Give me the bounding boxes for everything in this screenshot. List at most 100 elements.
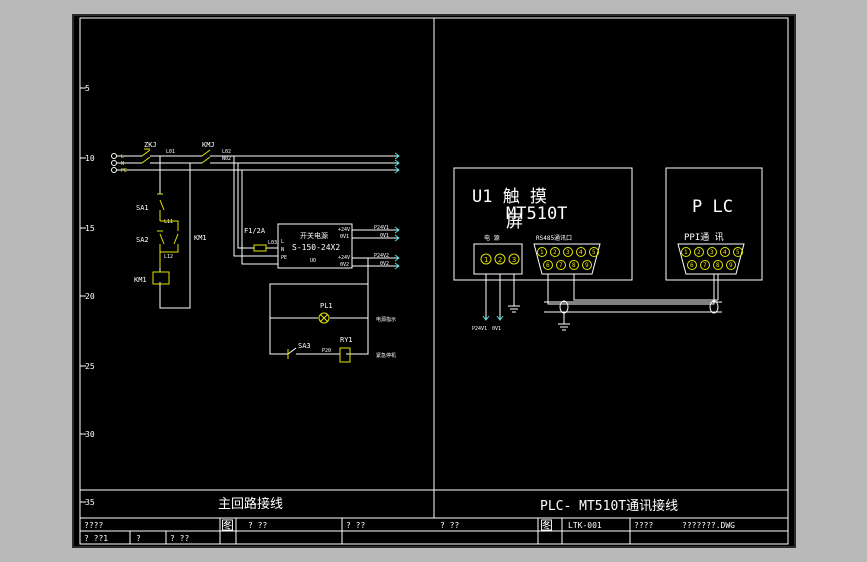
tb-cell: LTK-001 [568,521,602,530]
wire-label: N02 [222,156,231,162]
plc-db9-pin: 9 [729,262,733,269]
hmi-power-connector [473,243,523,275]
ruler: 5 10 15 20 25 30 35 [80,84,95,507]
tb-cell: ???? [634,521,653,530]
out-label: 0V2 [380,261,389,267]
caption-right: PLC- MT510T通讯接线 [540,498,678,514]
fuse-symbol [253,244,267,252]
title-block: ???? 图 ? ?? ? ?? ? ?? 图 LTK-001 ???? ???… [79,517,789,545]
hmi-title-2: 屏 [506,212,523,232]
fuse-label: F1/2A [244,227,266,235]
km1-coil [152,271,170,285]
terminal-label: PE [121,168,127,174]
lamp-desc: 电源指示 [376,316,396,323]
drawing-sheet: 5 10 15 20 25 30 35 L N PE ZKJ L01 KMJ L… [72,14,796,548]
shielded-cable [544,301,722,313]
fuse-wire-label: L03 [268,240,277,246]
ground-symbol [558,313,570,331]
tb-cell: ? ?? [346,521,365,530]
psu-title: 开关电源 [300,231,328,240]
psu-out-arrows [394,226,400,270]
plc-title: P LC [692,197,733,217]
hmi-wire-label: 0V1 [492,326,501,332]
hmi-db9 [533,243,601,275]
tb-cell: ???????.DWG [682,521,735,530]
db9-pin: 2 [553,249,557,256]
plc-db9-pin: 3 [710,249,714,256]
power-pin: 1 [484,256,488,264]
power-pin: 2 [498,256,502,264]
wire-label: L02 [222,149,231,155]
sa1-switch [157,193,165,221]
hmi-box [453,167,633,281]
plc-db9-pin: 4 [723,249,727,256]
node-label: L12 [164,254,173,260]
port-label: RS485通讯口 [536,234,572,242]
hmi-title: U1 触 摸 [472,187,547,207]
ruler-tick: 10 [85,154,95,163]
ry1-relay [339,347,351,363]
breaker-label: ZKJ [144,141,157,149]
tb-cell: ? ?? [440,521,459,530]
tb-cell: ? ?? [248,521,267,530]
db9-pin: 7 [559,262,563,269]
sa2-label: SA2 [136,236,149,244]
node-label: L11 [164,219,173,225]
relay-label: RY1 [340,336,353,344]
plc-db9-pin: 8 [716,262,720,269]
plc-db9-pin: 6 [690,262,694,269]
out-label: P24V1 [374,225,389,231]
ruler-tick: 5 [85,84,90,93]
psu-pin: PE [281,255,287,261]
terminal-pe [111,167,117,173]
plc-db9-pin: 7 [703,262,707,269]
relay-wire-label: P20 [322,348,331,354]
psu-out-pin: 0V2 [340,262,349,268]
psu-model: S-150-24X2 [292,243,340,252]
plc-db9 [677,243,745,275]
tb-cell: ? ??1 [84,534,108,543]
ruler-tick: 20 [85,292,95,301]
db9-pin: 3 [566,249,570,256]
main-circuit: L N PE ZKJ L01 KMJ L02 N02 SA1 L11 SA2 L… [111,141,400,363]
out-label: P24V2 [374,253,389,259]
terminal-n [111,160,117,166]
km1-contact-label: KM1 [194,234,207,242]
lamp-label: PL1 [320,302,333,310]
hmi-model: MT510T [506,204,567,224]
plc-port-label: PPI通 讯 [684,232,724,243]
contactor-symbol [201,149,211,164]
cad-drawing: 5 10 15 20 25 30 35 L N PE ZKJ L01 KMJ L… [79,17,789,545]
psu-out-pin: +24V [338,255,350,261]
db9-pin: 6 [546,262,550,269]
tb-cell: 图 [540,519,553,534]
power-label: 电 源 [484,234,500,242]
tb-cell: ???? [84,521,103,530]
tb-cell: 图 [221,519,234,534]
out-label: 0V1 [380,233,389,239]
db9-pin: 4 [579,249,583,256]
terminal-label: L [121,154,124,160]
plc-db9-pin: 1 [684,249,688,256]
plc-db9-pin: 5 [736,249,740,256]
bus-arrows [394,152,400,174]
db9-pin: 8 [572,262,576,269]
psu-pin: N [281,247,284,253]
tb-cell: ? ?? [170,534,189,543]
tb-cell: ? [136,534,141,543]
terminal-label: N [121,161,124,167]
sa1-label: SA1 [136,204,149,212]
ruler-tick: 35 [85,498,95,507]
db9-pin: 9 [585,262,589,269]
db9-pin: 5 [592,249,596,256]
wire-label: L01 [166,149,175,155]
hmi-wire-label: P24V1 [472,326,487,332]
psu-out-pin: +24V [338,227,350,233]
km1-contact [160,220,179,253]
caption-left: 主回路接线 [218,496,283,512]
ruler-tick: 15 [85,224,95,233]
comm-wiring: U1 触 摸 屏 MT510T 电 源 1 2 3 RS485通讯口 1 2 3… [453,167,763,332]
ruler-tick: 25 [85,362,95,371]
pl1-lamp [318,312,330,324]
ruler-tick: 30 [85,430,95,439]
